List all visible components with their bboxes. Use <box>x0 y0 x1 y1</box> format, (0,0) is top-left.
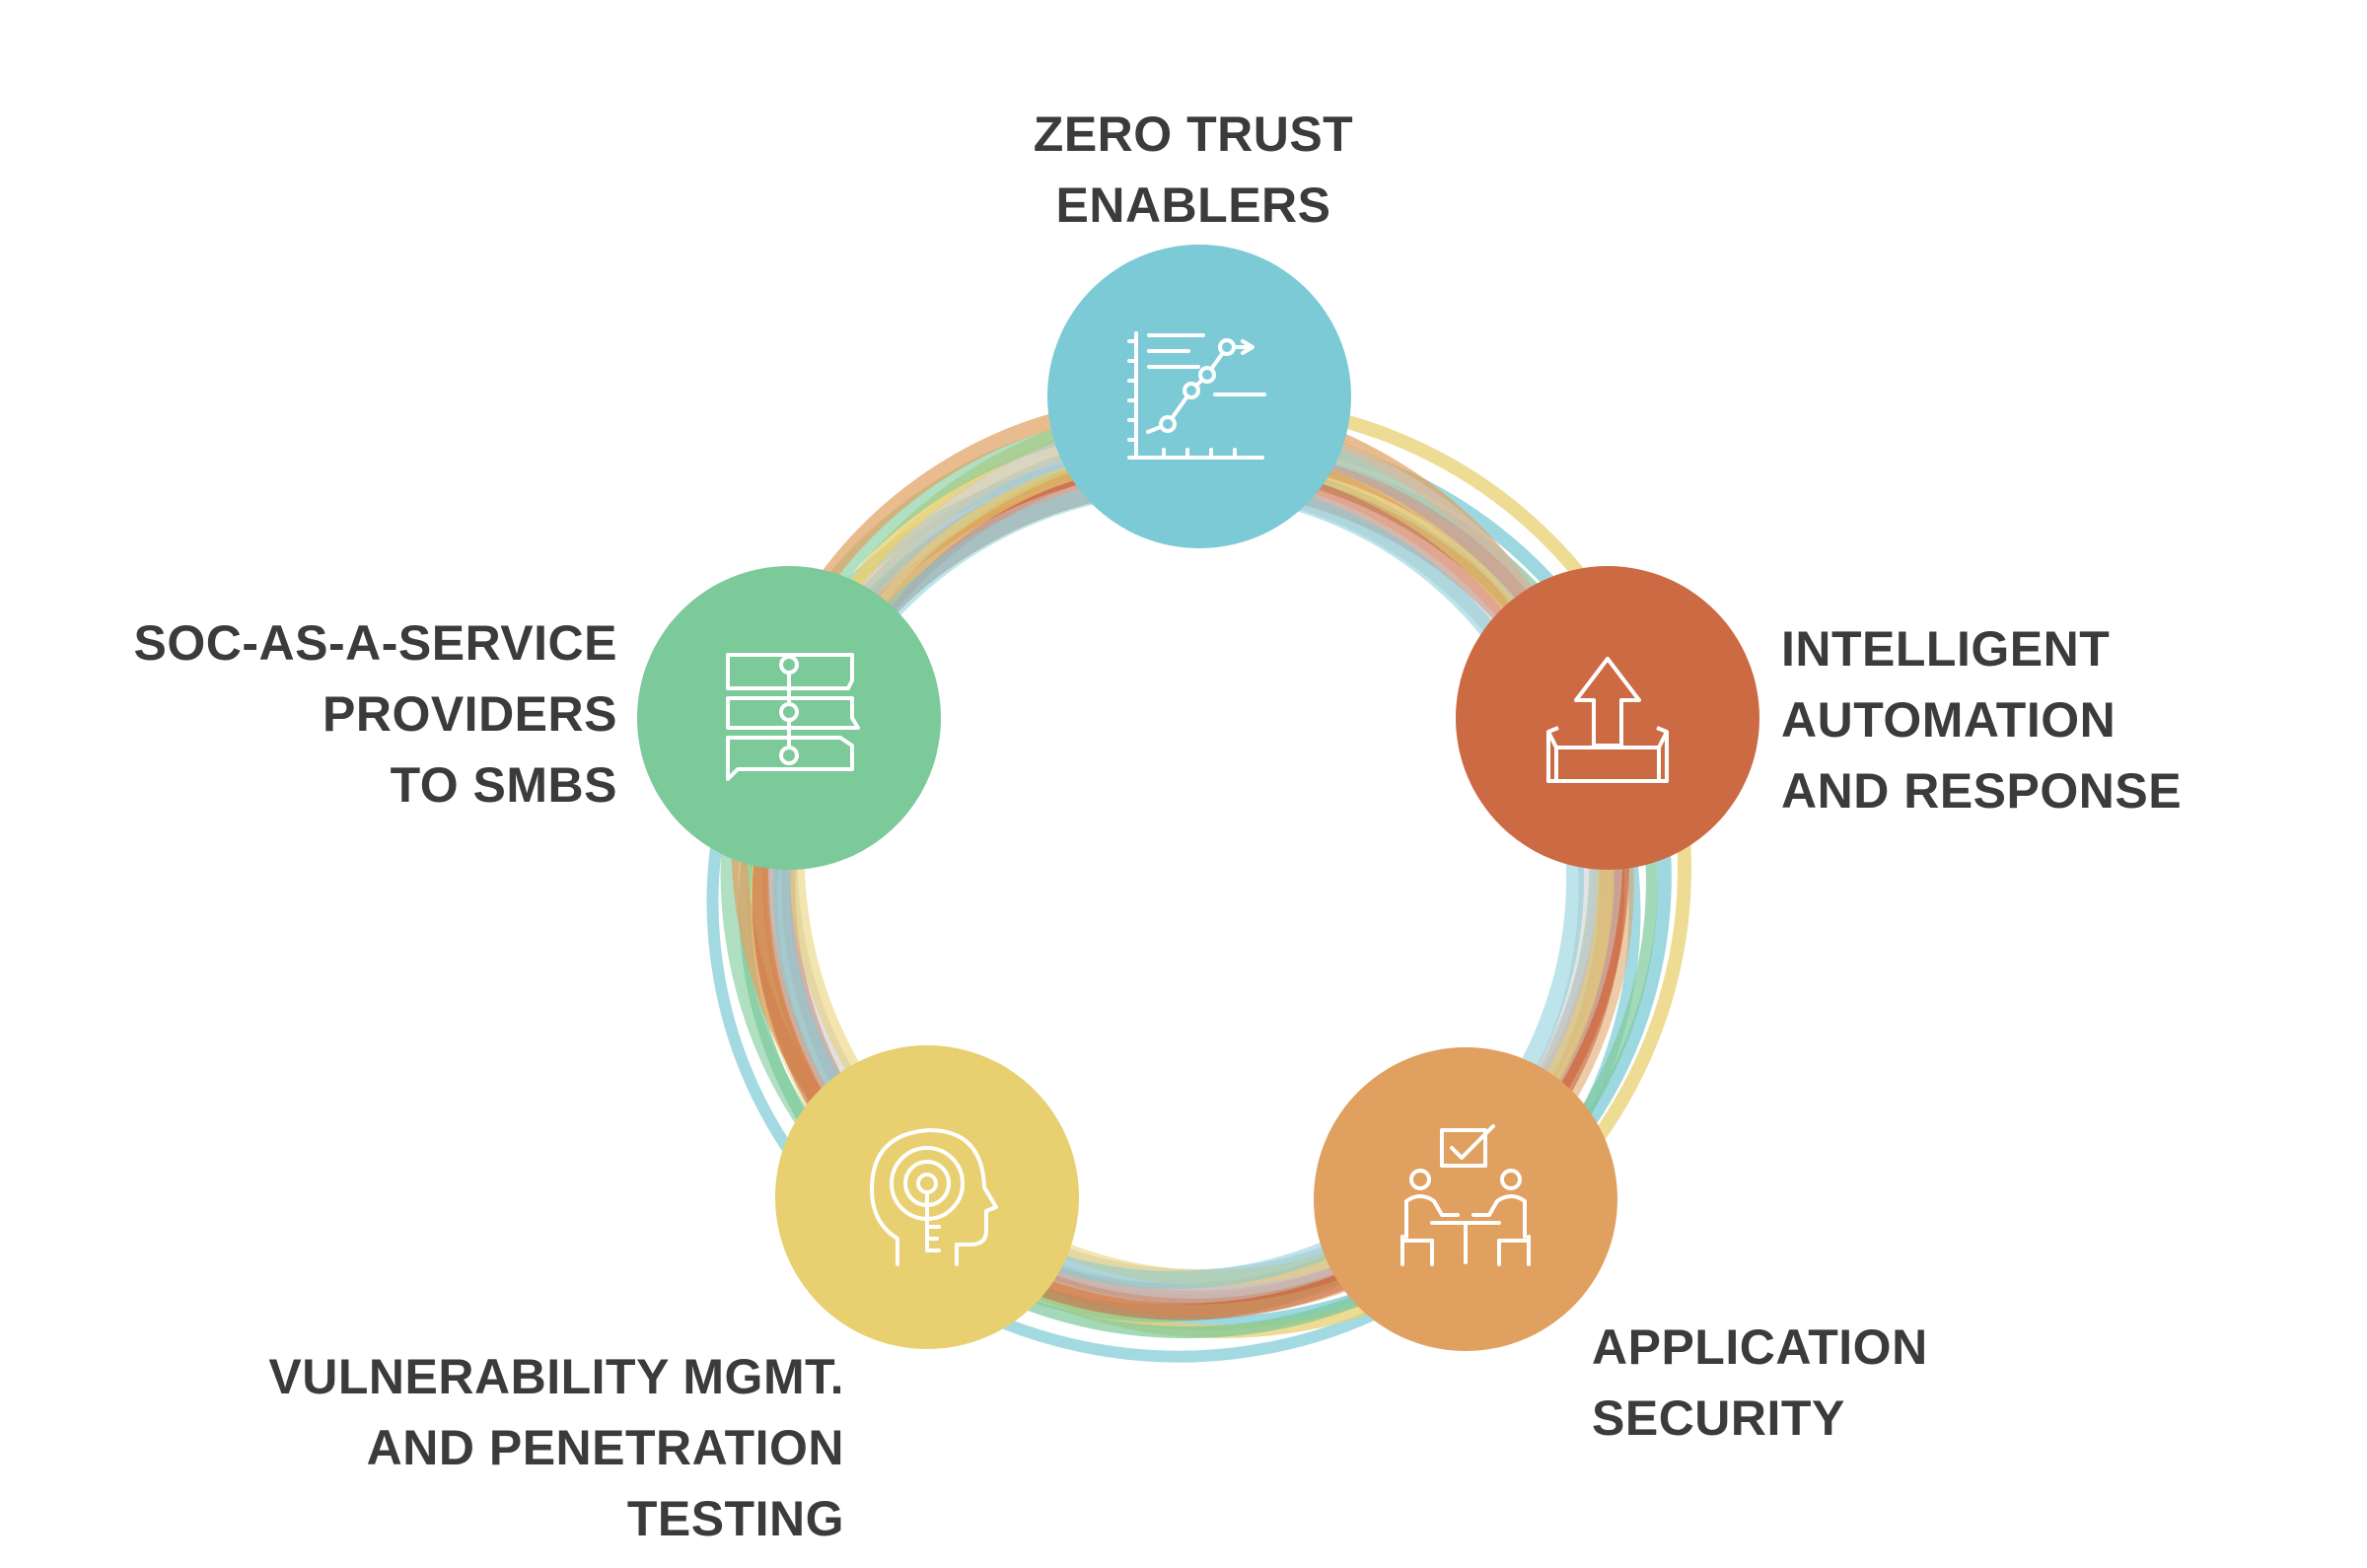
label-line: AND RESPONSE <box>1781 763 2183 819</box>
head-key-icon <box>870 1128 998 1266</box>
node-vulnerability-mgmt <box>775 1045 1079 1349</box>
label-soc-as-a-service: SOC-AS-A-SERVICE PROVIDERS TO SMBS <box>134 607 617 820</box>
node-intelligent-automation <box>1456 566 1759 870</box>
label-line: AUTOMATION <box>1781 692 2116 748</box>
node-circle <box>1456 566 1759 870</box>
node-circle <box>1047 245 1351 548</box>
label-application-security: APPLICATION SECURITY <box>1592 1312 1928 1454</box>
inbox-upload-icon <box>1546 657 1669 783</box>
label-line: APPLICATION <box>1592 1319 1928 1375</box>
label-line: VULNERABILITY MGMT. <box>268 1349 844 1404</box>
label-line: SOC-AS-A-SERVICE <box>133 615 617 671</box>
label-vulnerability-mgmt: VULNERABILITY MGMT. AND PENETRATION TEST… <box>268 1341 844 1554</box>
label-intelligent-automation: INTELLIGENT AUTOMATION AND RESPONSE <box>1781 613 2182 826</box>
label-line: TO SMBS <box>390 757 617 813</box>
label-line: AND PENETRATION <box>366 1420 844 1475</box>
node-zero-trust <box>1047 245 1351 548</box>
label-line: SECURITY <box>1592 1390 1845 1446</box>
label-zero-trust-enablers: ZERO TRUST ENABLERS <box>888 99 1499 241</box>
node-application-security <box>1314 1047 1617 1351</box>
chat-workflow-icon <box>726 653 860 781</box>
node-circle <box>1314 1047 1617 1351</box>
label-line: INTELLIGENT <box>1781 621 2111 677</box>
label-line: PROVIDERS <box>322 686 617 742</box>
label-line: TESTING <box>626 1491 844 1546</box>
label-line: ENABLERS <box>1055 178 1331 233</box>
meeting-approval-icon <box>1400 1124 1531 1266</box>
label-line: ZERO TRUST <box>1033 107 1354 162</box>
chart-trend-icon <box>1127 331 1266 460</box>
node-soc-as-a-service <box>637 566 941 870</box>
